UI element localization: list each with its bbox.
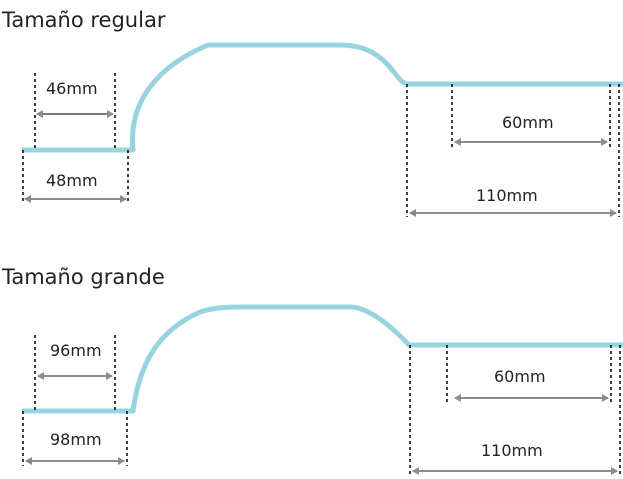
inner-left-label: 96mm <box>50 341 102 360</box>
inner-right-label: 60mm <box>502 113 554 132</box>
section-title: Tamaño grande <box>1 265 165 289</box>
profile-outline <box>22 42 623 153</box>
outer-left-label: 98mm <box>50 430 102 449</box>
outer-right-label: 110mm <box>481 441 543 460</box>
outer-right-label: 110mm <box>476 186 538 205</box>
inner-left-label: 46mm <box>46 79 98 98</box>
outer-left-label: 48mm <box>46 171 98 190</box>
section-title: Tamaño regular <box>1 8 166 32</box>
section-regular: Tamaño regular 46mm 48mm 60mm 110mm <box>1 8 623 217</box>
inner-right-label: 60mm <box>494 367 546 386</box>
section-large: Tamaño grande 96mm 98mm 60mm 110mm <box>1 265 623 477</box>
profile-outline <box>22 304 623 414</box>
